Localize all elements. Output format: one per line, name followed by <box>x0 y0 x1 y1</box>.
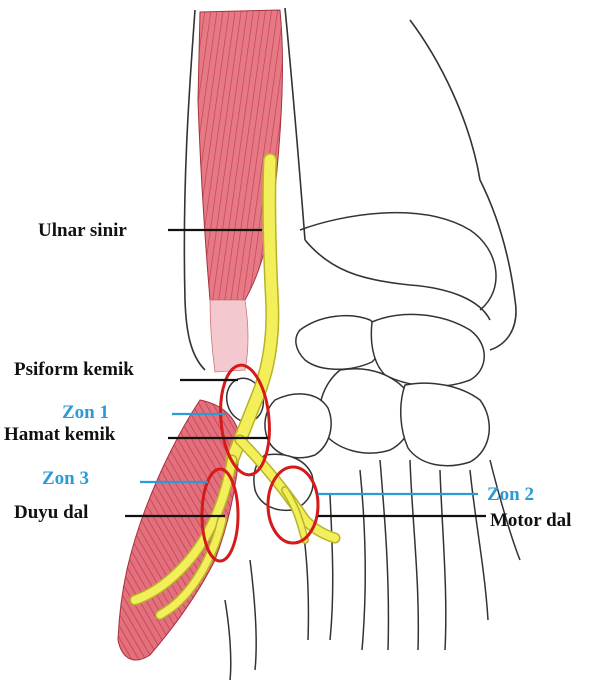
label-duyu-dal: Duyu dal <box>14 502 88 523</box>
label-hamat-kemik: Hamat kemik <box>4 424 116 445</box>
carpal-bones <box>222 314 489 510</box>
label-zon-3: Zon 3 <box>42 468 89 489</box>
label-zon-1: Zon 1 <box>62 402 109 423</box>
label-motor-dal: Motor dal <box>490 510 571 531</box>
label-ulnar-sinir: Ulnar sinir <box>38 220 127 241</box>
label-psiform-kemik: Psiform kemik <box>14 359 134 380</box>
label-zon-2: Zon 2 <box>487 484 534 505</box>
